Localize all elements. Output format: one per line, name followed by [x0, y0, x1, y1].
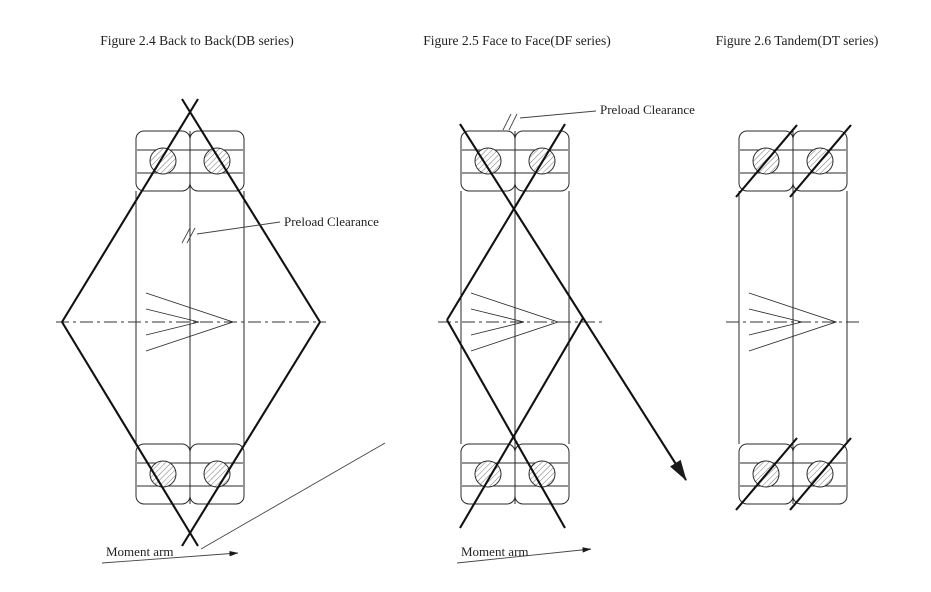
- df-contact-line-bottom-left: [459, 317, 584, 529]
- db-preload-gap-mark: [181, 221, 281, 244]
- dt-contact-line-bottom-left: [735, 437, 798, 511]
- db-preload-leader-line: [196, 221, 281, 235]
- db-contact-line-bottom-right: [181, 321, 321, 547]
- figure-df-title: Figure 2.5 Face to Face(DF series): [423, 33, 610, 48]
- dt-bearing: [738, 130, 848, 505]
- df-preload-gap-mark: [502, 110, 597, 131]
- df-moment-arm-label: Moment arm: [461, 544, 529, 559]
- df-preload-clearance-label: Preload Clearance: [600, 102, 695, 117]
- figure-db: Figure 2.4 Back to Back(DB series) Prelo…: [56, 33, 386, 564]
- db-contact-line-top-left: [61, 98, 199, 323]
- dt-contact-line-top-left: [735, 124, 798, 198]
- db-contact-line-top-right: [181, 98, 321, 323]
- gap-tick: [181, 227, 191, 244]
- figure-dt-title: Figure 2.6 Tandem(DT series): [716, 33, 879, 48]
- df-preload-leader-line: [519, 110, 597, 119]
- df-contact-line-extended-moment-arm: [459, 123, 687, 481]
- db-moment-arm-dimension-line: [200, 442, 386, 550]
- db-preload-clearance-label: Preload Clearance: [284, 214, 379, 229]
- figure-df: Figure 2.5 Face to Face(DF series) Prelo…: [423, 33, 695, 564]
- df-moment-arm-leader-line: [456, 547, 592, 564]
- dt-contact-line-top-right: [789, 124, 852, 198]
- gap-tick: [502, 113, 512, 131]
- df-contact-angle-lines: [446, 123, 687, 529]
- db-moment-arm-label: Moment arm: [106, 544, 174, 559]
- figure-dt: Figure 2.6 Tandem(DT series): [716, 33, 879, 511]
- gap-tick: [186, 227, 196, 244]
- gap-tick: [508, 113, 518, 131]
- df-contact-line-top-right: [446, 123, 566, 321]
- db-contact-angle-lines: [61, 98, 321, 547]
- db-moment-arm-leader-line: [101, 550, 239, 564]
- dt-contact-angle-lines: [735, 124, 852, 511]
- figure-db-title: Figure 2.4 Back to Back(DB series): [100, 33, 293, 48]
- df-contact-line-bottom-right: [446, 319, 566, 529]
- db-contact-line-bottom-left: [61, 321, 199, 547]
- df-bearing: [460, 130, 570, 505]
- db-bearing: [135, 130, 245, 505]
- dt-contact-line-bottom-right: [789, 437, 852, 511]
